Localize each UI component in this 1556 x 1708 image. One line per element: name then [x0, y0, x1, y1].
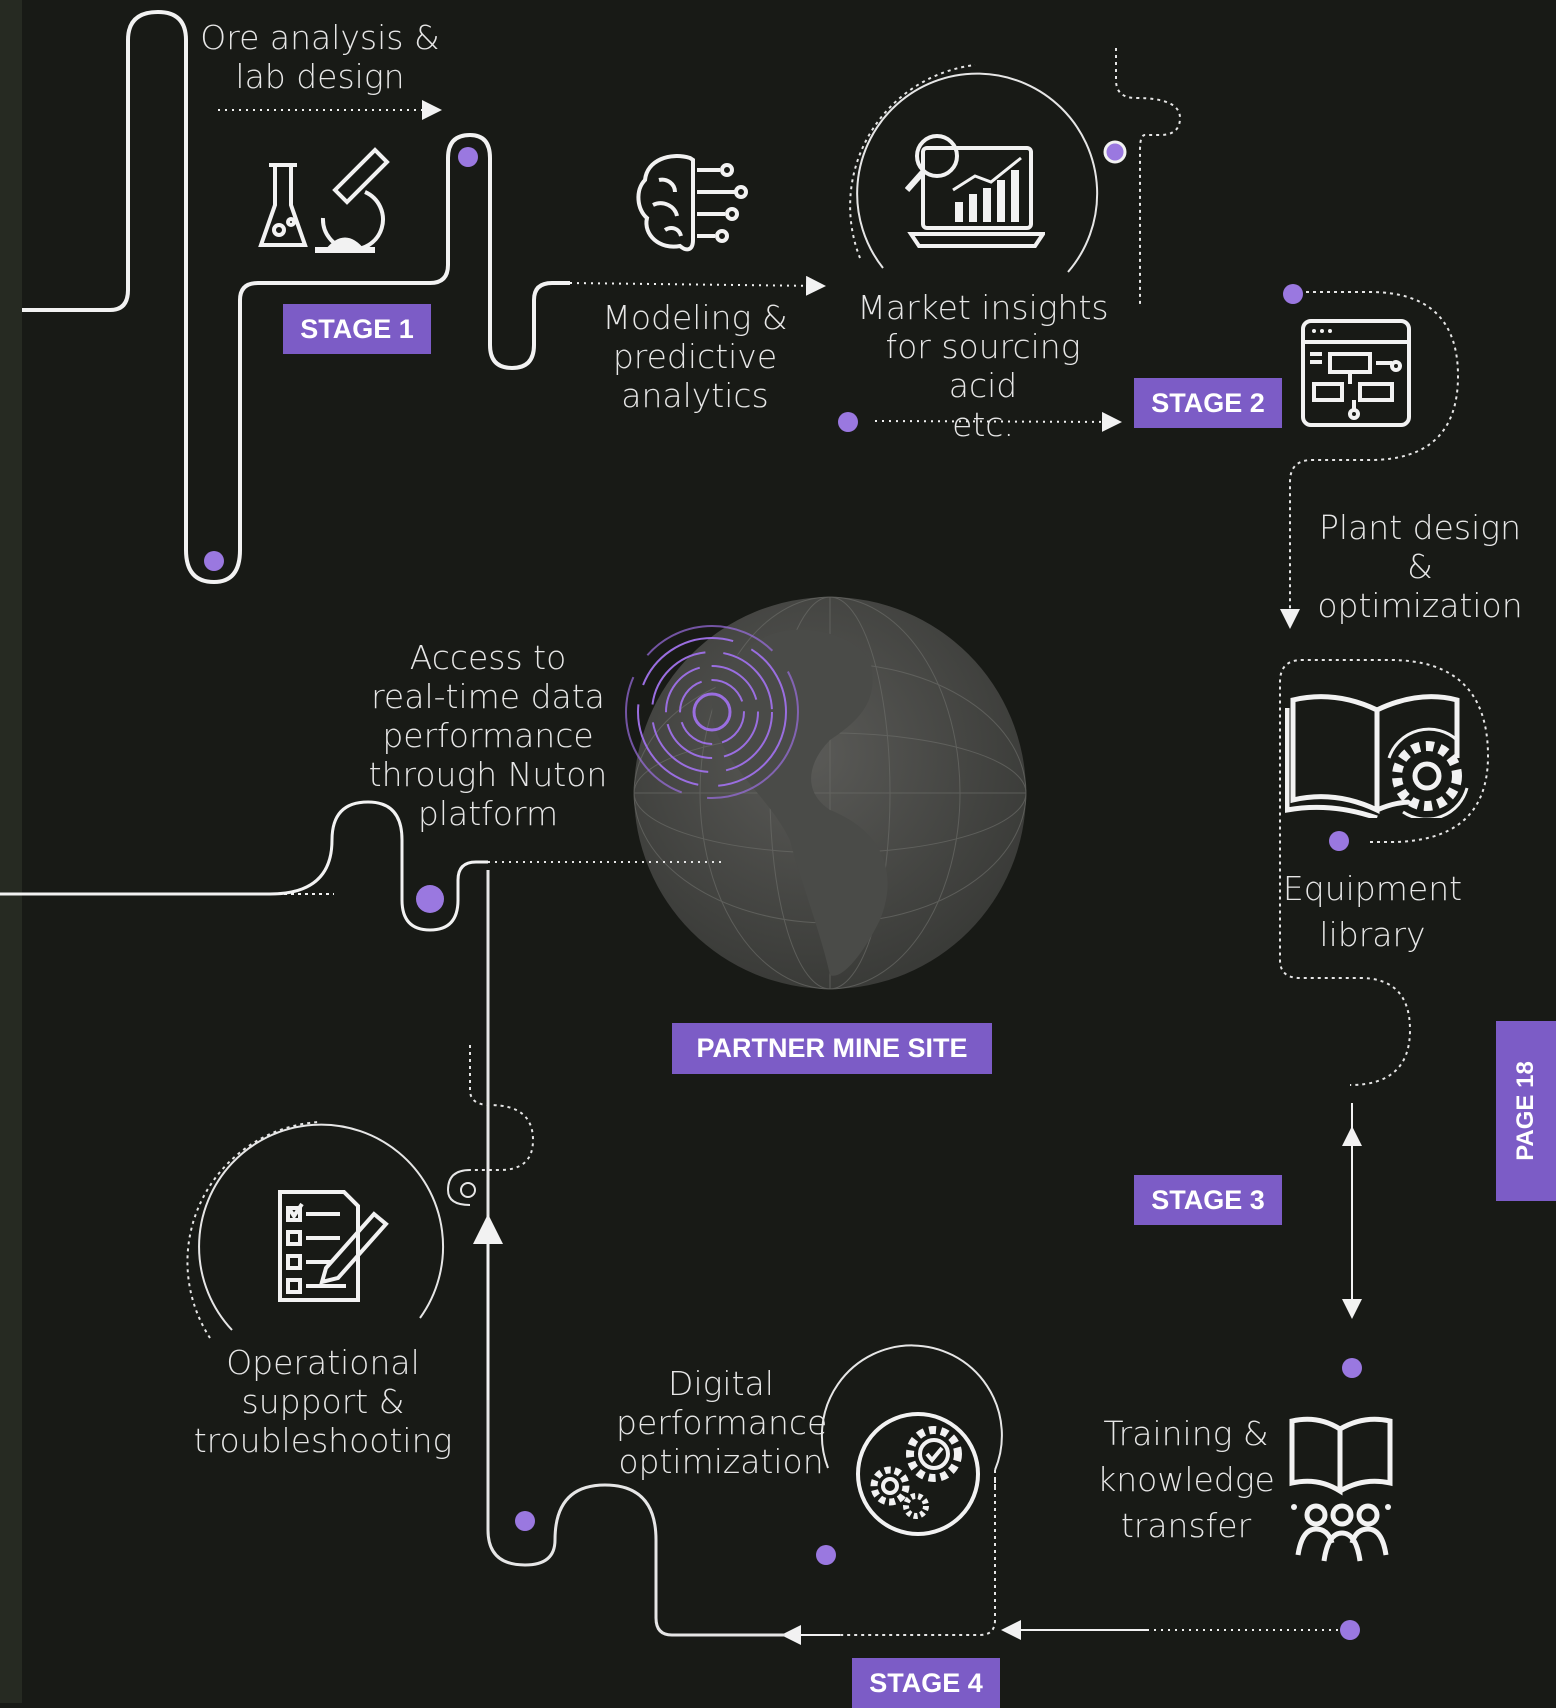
partner-mine-site-badge: PARTNER MINE SITE: [672, 1023, 992, 1074]
step-label-plant-design: Plant design & optimization: [1317, 508, 1523, 625]
step-label-training: Training & knowledge transfer: [1097, 1414, 1275, 1545]
flow-dots: [204, 147, 1362, 1640]
step-label-market-insights: Market insights for sourcing acid etc.: [857, 288, 1109, 444]
lab-flask-microscope-icon: [258, 147, 390, 253]
stage-1-badge: STAGE 1: [283, 304, 431, 354]
book-gear-icon: [1285, 694, 1469, 818]
stage-2-badge: STAGE 2: [1134, 378, 1282, 428]
checklist-pencil-icon: [278, 1190, 389, 1302]
laptop-chart-magnifier-icon: [905, 134, 1045, 248]
stage-4-badge: STAGE 4: [852, 1658, 1000, 1708]
left-edge-strip: [0, 0, 22, 1703]
stage-3-badge: STAGE 3: [1134, 1175, 1282, 1225]
step-label-operational-support: Operational support & troubleshooting: [193, 1343, 453, 1460]
page-number-tab[interactable]: PAGE 18: [1496, 1021, 1556, 1201]
page-number-label: PAGE 18: [1512, 1061, 1539, 1161]
signal-rings-icon: [625, 625, 799, 799]
step-label-equipment-library: Equipment library: [1282, 869, 1463, 954]
brain-circuit-icon: [636, 154, 748, 252]
flowchart-window-icon: [1301, 319, 1411, 427]
gears-check-icon: [856, 1412, 980, 1536]
step-label-access-data: Access to real-time data performance thr…: [368, 638, 608, 833]
book-people-icon: [1289, 1416, 1393, 1562]
step-label-modeling: Modeling & predictive analytics: [602, 298, 788, 415]
globe-icon: [633, 596, 1027, 990]
step-label-ore-analysis: Ore analysis & lab design: [200, 18, 440, 96]
step-label-digital-performance: Digital performance optimization: [616, 1364, 828, 1481]
